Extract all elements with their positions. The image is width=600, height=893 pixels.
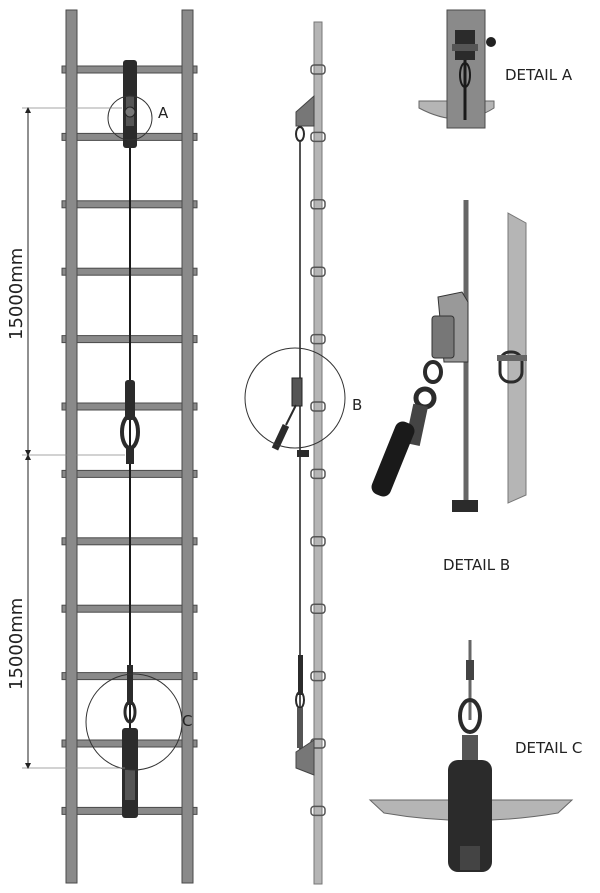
marker-c-label: C [182,712,192,730]
side-top-bracket [295,94,315,127]
side-rung-clip [310,131,326,143]
dim-upper-label: 15000mm [6,248,27,340]
ladder-side-view: B [244,21,362,885]
mid-cable-guide [120,380,140,464]
side-rung-clip [310,468,326,480]
dim-lower-label: 15000mm [6,598,27,690]
side-rung-clip [310,401,326,412]
side-fall-arrester [271,377,303,451]
top-anchor-bracket [123,60,137,148]
side-rung-clips [310,64,326,817]
side-rung-clip [310,333,326,345]
detail-a-drawing: DETAIL A [418,9,573,129]
detail-a-title: DETAIL A [505,66,573,84]
ladder-right-rail [181,9,194,884]
detail-b-circle [244,347,346,449]
detail-b-drawing: DETAIL B [371,200,527,574]
bottom-anchor-bracket [122,665,138,818]
side-rung-clip [310,603,326,614]
side-rung-clip [310,536,326,547]
side-rung-clip [310,266,326,277]
side-rung-clip [310,199,326,210]
ladder-left-rail [65,9,78,884]
detail-c-circle [85,673,183,771]
detail-c-title: DETAIL C [515,739,582,757]
detail-b-title: DETAIL B [443,556,510,574]
side-rung-clip [310,805,326,817]
marker-a-label: A [158,104,169,122]
detail-c-drawing: DETAIL C [368,640,582,872]
dimension-lines: 15000mm 15000mm [6,107,125,769]
side-bottom-bracket [295,739,315,776]
side-rung-clip [310,64,326,75]
side-rung-clip [310,670,326,682]
ladder-front-view: A C [61,9,198,884]
side-rail [313,21,323,885]
marker-b-label: B [352,396,362,414]
detail-a-circle [107,95,153,141]
